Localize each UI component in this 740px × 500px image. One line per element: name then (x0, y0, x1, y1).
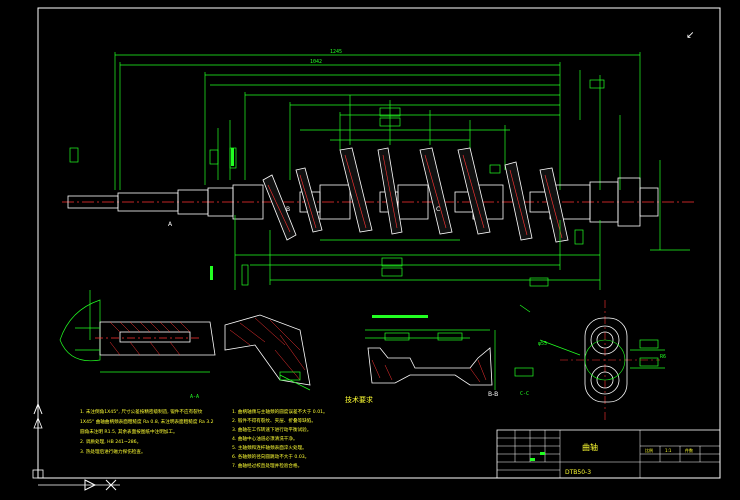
crank-webs (262, 147, 569, 243)
tolerance-frames (69, 79, 605, 287)
req-right-line: 5. 主轴颈和连杆轴颈表面淬火处理。 (232, 444, 307, 451)
drawing-frame (37, 7, 721, 479)
bottom-dimension-lines (234, 160, 690, 290)
title-scale-value: 1:1 (665, 448, 672, 453)
crankshaft-main-view: 1245 1042 (62, 49, 695, 290)
arrow-mark: ↙ (686, 30, 694, 41)
req-right-line: 7. 曲轴经过校直处理并检验合格。 (232, 462, 302, 469)
part-name: 曲轴 (582, 442, 598, 452)
section-label-cc: C-C (520, 391, 529, 397)
section-label-bb: B-B (488, 391, 498, 398)
req-right-line: 3. 曲轴在工作转速下进行动平衡试验。 (232, 426, 311, 433)
drawing-number: DTB50-3 (565, 469, 591, 476)
req-right-line: 6. 各轴颈的径向圆跳动不大于 0.03。 (232, 453, 309, 460)
req-left-line: 1X45° 曲轴曲柄颈表面粗糙度 Ra 0.8, 未注明表面粗糙度 Ra 3.2 (80, 418, 214, 425)
datum-label-b: B (286, 206, 290, 213)
tech-req-heading: 技术要求 (345, 395, 373, 404)
dim-length-2: 1042 (310, 59, 322, 65)
top-dimension-lines (114, 52, 641, 190)
title-block: 曲轴 DTB50-3 比例 1:1 件数 (496, 429, 721, 479)
requirements-right-block: 1. 曲柄轴颈与主轴颈的圆度误差不大于 0.01。 2. 锻件不得有裂纹、夹层、… (232, 408, 328, 469)
req-left-line: 圆角未注明 R1.5, 其余表面按图纸中注明加工。 (80, 428, 178, 435)
shaft-outline (67, 177, 659, 227)
requirements-left-block: 1. 未注倒角1X45°, 尺寸公差按精密级制造, 锻件不应有裂纹 1X45° … (80, 408, 214, 455)
title-scale-label: 比例 (645, 447, 653, 453)
ucs-icon[interactable] (32, 402, 44, 479)
req-right-line: 4. 曲轴中心油道必须清洗干净。 (232, 435, 298, 442)
detail-view-middle: B-B (365, 315, 498, 398)
section-label-aa: A-A (190, 394, 199, 400)
title-count-label: 件数 (685, 447, 693, 453)
req-right-line: 2. 锻件不得有裂纹、夹层、折叠等缺陷。 (232, 417, 316, 424)
req-left-line: 1. 未注倒角1X45°, 尺寸公差按精密级制造, 锻件不应有裂纹 (80, 408, 203, 415)
end-view: φ55 R6 C-C (514, 300, 666, 420)
dim-overall-length: 1245 (330, 49, 342, 55)
web-hatching (267, 154, 563, 239)
req-left-line: 2. 调质处理, HB 241~286。 (80, 438, 141, 445)
datum-label-c: C (436, 206, 440, 213)
dim-end-view-2: R6 (660, 354, 666, 360)
req-right-line: 1. 曲柄轴颈与主轴颈的圆度误差不大于 0.01。 (232, 408, 328, 415)
detail-view-left: A-A (59, 290, 311, 400)
surface-marks (210, 148, 234, 280)
datum-label-a: A (168, 221, 173, 228)
dim-end-view-1: φ55 (538, 341, 547, 347)
req-left-line: 3. 热处理后进行磁力探伤检查。 (80, 448, 146, 455)
